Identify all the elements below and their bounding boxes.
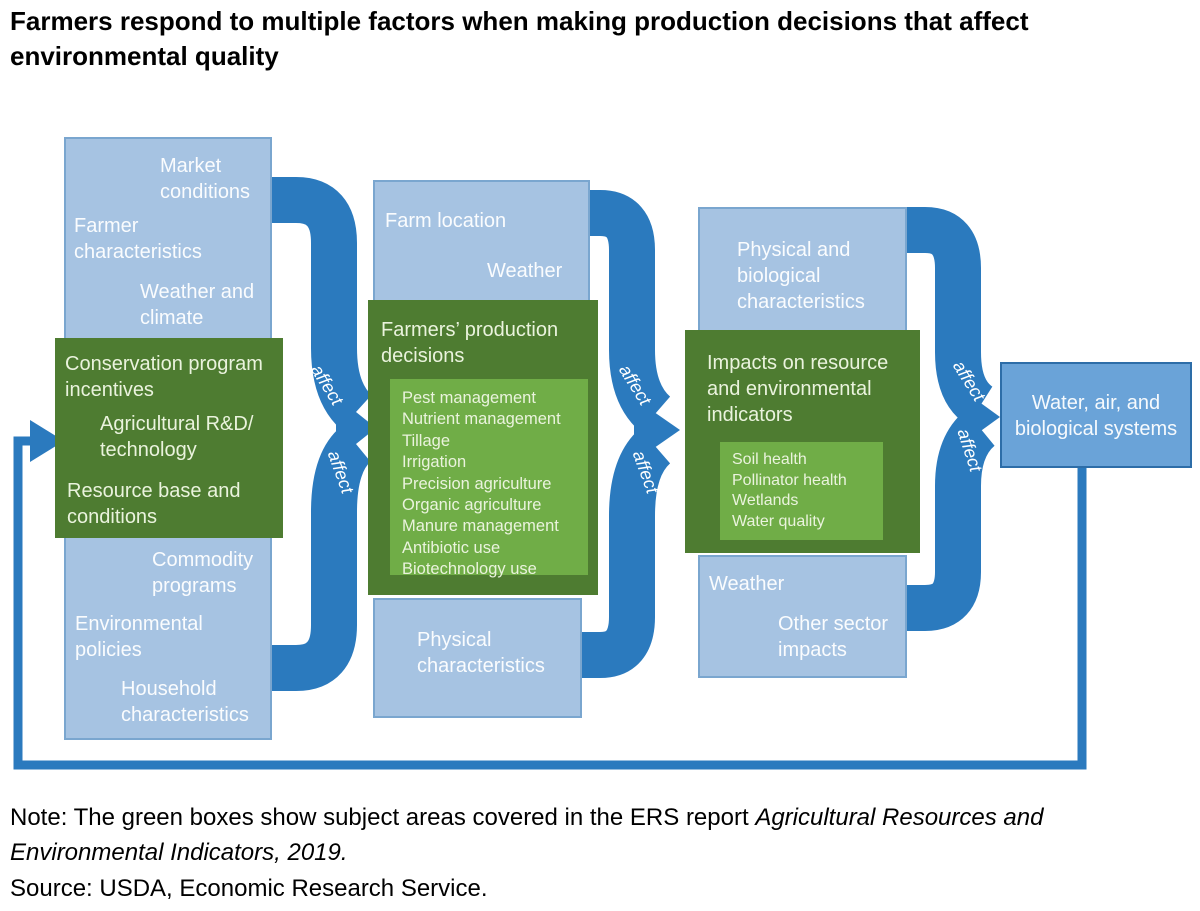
affect-ribbon-1-lower <box>256 426 372 691</box>
col2-green-box: Farmers’ production decisions Pest manag… <box>368 300 598 595</box>
indicators-list: Soil health Pollinator health Wetlands W… <box>720 442 883 540</box>
list-item: Soil health <box>732 451 807 468</box>
affect-arrowhead-2-icon <box>634 398 680 462</box>
source-text: Source: USDA, Economic Research Service. <box>10 874 488 902</box>
water-air-biological-systems-box: Water, air, and biological systems <box>1000 362 1192 468</box>
label-conservation-program-incentives: Conservation program incentives <box>65 353 263 401</box>
col3-green-box: Impacts on resource and environmental in… <box>685 330 920 553</box>
feedback-arrowhead-icon <box>30 420 64 462</box>
label-environmental-policies: Environmental policies <box>75 613 203 661</box>
label-resource-base-conditions: Resource base and conditions <box>67 480 241 528</box>
list-item: Precision agriculture <box>402 474 552 493</box>
col2-bottom-blue-box: Physical characteristics <box>373 598 582 718</box>
production-practices-list: Pest management Nutrient management Till… <box>390 379 588 578</box>
note-block: Note: The green boxes show subject areas… <box>10 800 1102 906</box>
list-item: Organic agriculture <box>402 496 542 515</box>
list-item: Pollinator health <box>732 471 847 489</box>
list-item: Nutrient management <box>402 410 561 429</box>
label-agricultural-rd-technology: Agricultural R&D/ technology <box>100 413 254 461</box>
affect-arrowhead-3-icon <box>960 388 1000 446</box>
note-report-title: Agricultural Resources and Environmental… <box>10 804 1044 867</box>
label-weather-col3: Weather <box>709 573 785 595</box>
label-farmers-production-decisions: Farmers’ production decisions <box>381 319 559 367</box>
label-weather-and-climate: Weather and climate <box>140 281 255 329</box>
label-other-sector-impacts: Other sector impacts <box>778 613 889 661</box>
label-physical-biological-characteristics: Physical and biological characteristics <box>737 239 865 313</box>
list-item: Antibiotic use <box>402 538 501 557</box>
label-physical-characteristics: Physical characteristics <box>417 629 545 677</box>
list-item: Irrigation <box>402 453 467 472</box>
col3-bottom-blue-box: Weather Other sector impacts <box>698 555 907 678</box>
note-prefix: Note: The green boxes show subject areas… <box>10 804 756 831</box>
label-impacts-resource-environmental: Impacts on resource and environmental in… <box>707 352 889 426</box>
note-text: Note: The green boxes show subject areas… <box>10 800 1102 871</box>
list-item: Water quality <box>732 512 825 530</box>
label-water-air-biological-systems: Water, air, and biological systems <box>1014 392 1178 440</box>
page-title: Farmers respond to multiple factors when… <box>10 6 1029 72</box>
label-market-conditions: Market conditions <box>160 155 251 203</box>
list-item: Tillage <box>402 431 450 450</box>
affect-ribbon-3-upper <box>893 207 994 426</box>
col1-green-box: Conservation program incentives Agricult… <box>55 338 283 538</box>
label-commodity-programs: Commodity programs <box>152 549 254 597</box>
col3-top-blue-box: Physical and biological characteristics <box>698 207 907 333</box>
list-item: Wetlands <box>732 492 799 509</box>
label-farm-location: Farm location <box>385 210 507 232</box>
feedback-loop-line <box>13 436 1087 770</box>
affect-ribbon-2-lower <box>568 428 672 678</box>
affect-ribbon-1-upper <box>256 177 373 430</box>
list-item: Pest management <box>402 389 536 407</box>
list-item: Biotechnology use <box>402 560 537 579</box>
affect-ribbon-3-lower <box>893 410 996 631</box>
label-farmer-characteristics: Farmer characteristics <box>74 215 202 263</box>
col2-top-blue-box: Farm location Weather <box>373 180 590 305</box>
list-item: Manure management <box>402 517 559 536</box>
label-household-characteristics: Household characteristics <box>121 678 249 726</box>
affect-ribbon-2-upper <box>576 190 672 432</box>
label-weather-col2: Weather <box>487 260 563 282</box>
affect-arrowhead-1-icon <box>336 396 376 460</box>
